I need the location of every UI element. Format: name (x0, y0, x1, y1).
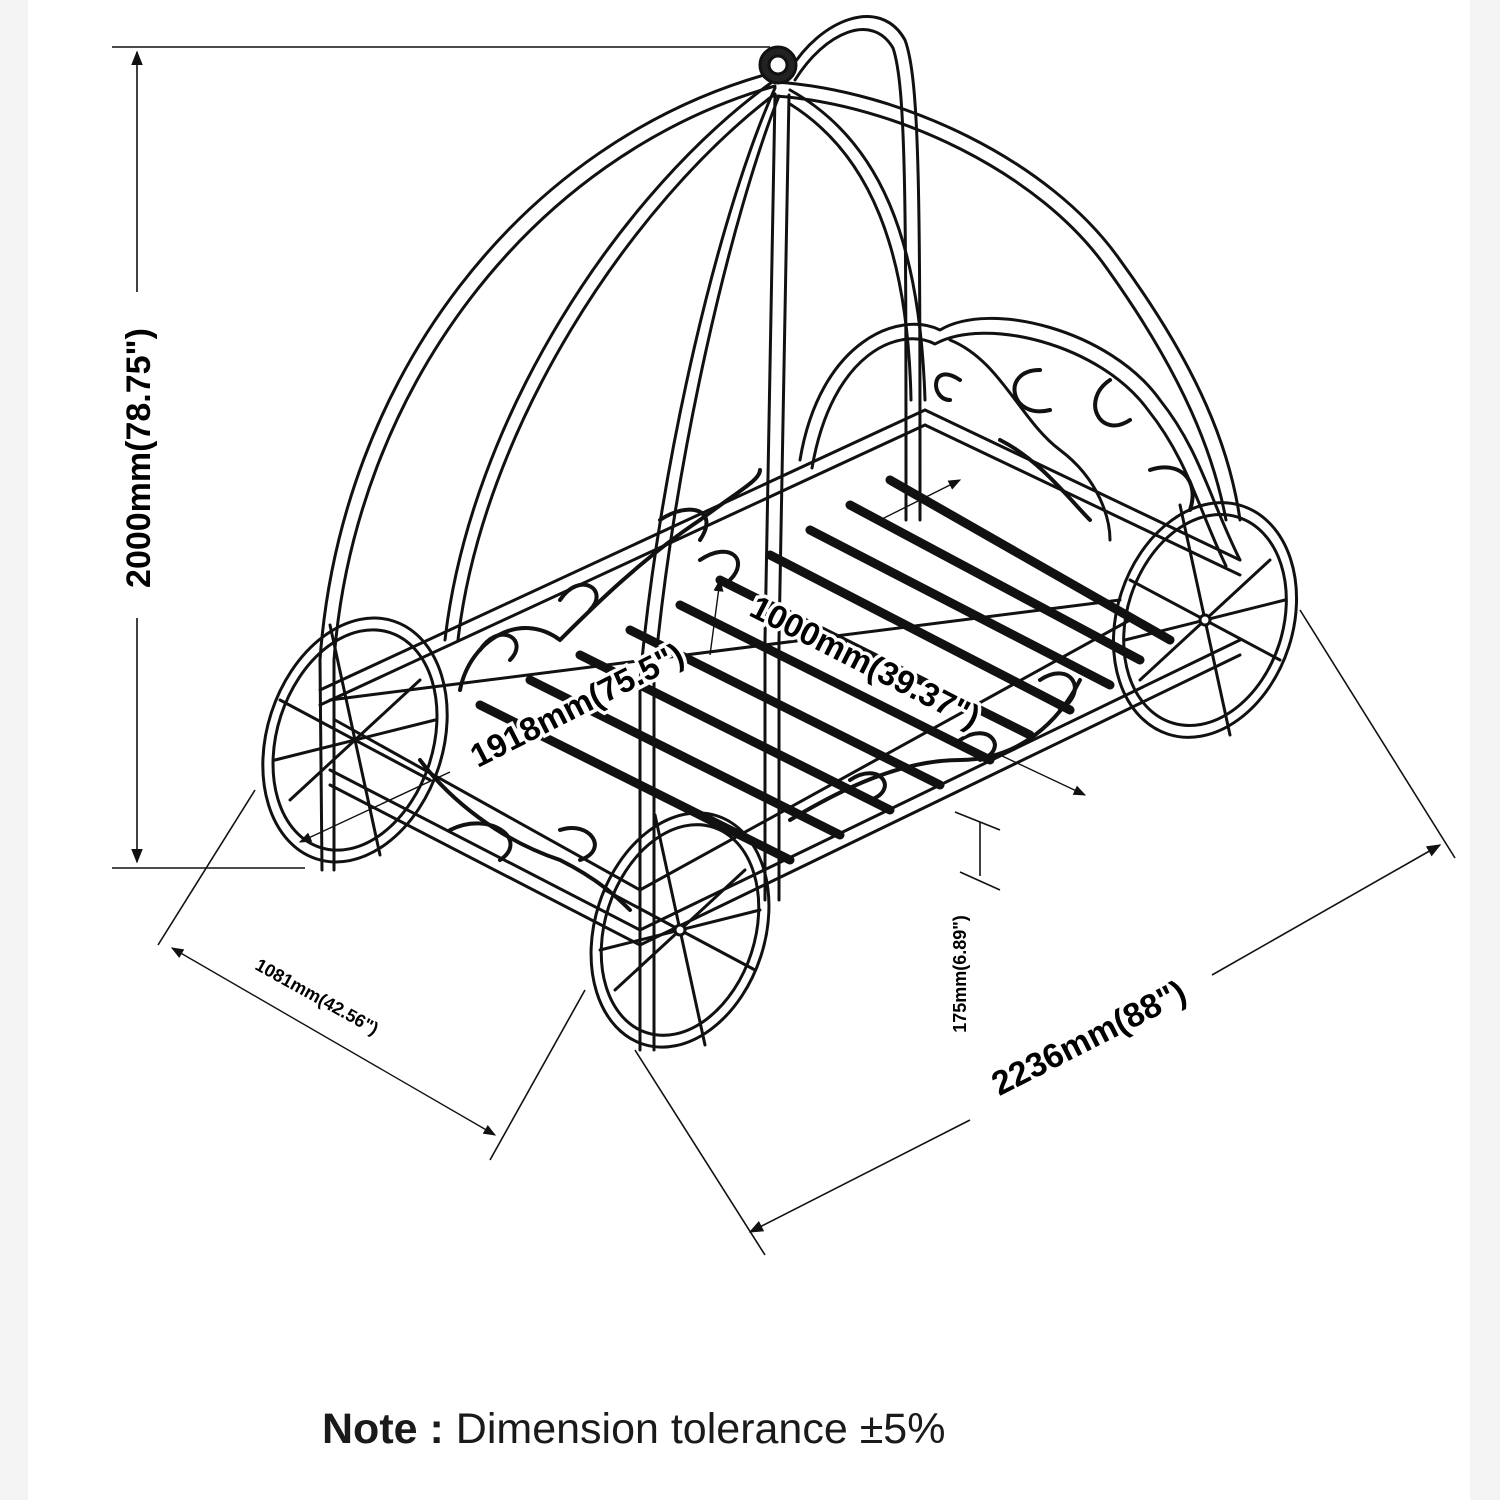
note-text: Dimension tolerance ±5% (455, 1405, 946, 1453)
finial (758, 45, 798, 85)
slats (475, 475, 1175, 865)
wheel-back-right (1111, 501, 1299, 739)
tolerance-note: Note : Dimension tolerance ±5% (322, 1405, 945, 1454)
wheel-front-left (589, 811, 771, 1049)
headboard (798, 317, 1242, 568)
note-label: Note : (322, 1405, 444, 1453)
outer-width-dimension-label: 1081mm(42.56") (252, 955, 382, 1039)
outer-length-dimension-label: 2236mm(88") (986, 973, 1193, 1103)
clearance-dimension-label: 175mm(6.89") (950, 915, 970, 1033)
wheels (261, 501, 1299, 1049)
drawing-sheet (28, 0, 1470, 1500)
dimension-lines (112, 46, 1456, 1256)
bed-drawing (261, 15, 1299, 1052)
height-dimension-label: 2000mm(78.75") (120, 328, 158, 588)
inner-width-dimension-label: 1000mm(39.37") (744, 588, 986, 736)
wheel-back-left (261, 616, 449, 864)
height-label-bg (113, 300, 161, 612)
canopy-arches (318, 15, 1242, 1052)
